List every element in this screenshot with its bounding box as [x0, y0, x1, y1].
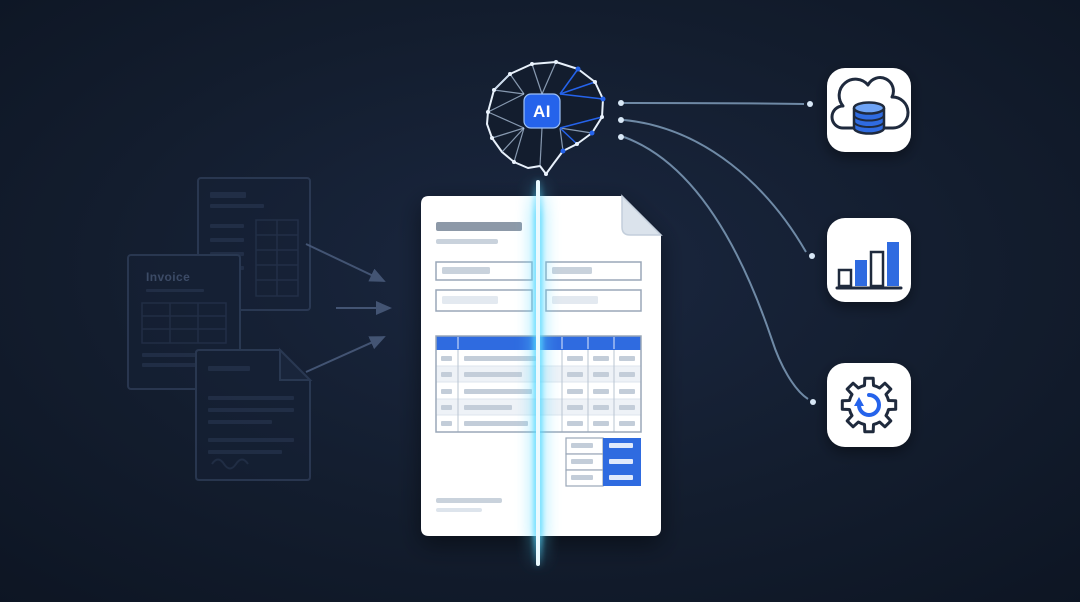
ghost-doc-3-fold-corner [279, 347, 313, 381]
document-footer-placeholders [436, 498, 502, 512]
totals-placeholders [571, 443, 633, 480]
sync-arrow-arc [857, 393, 881, 417]
chart-bar-4 [887, 242, 899, 286]
icon-card-gear-sync [827, 363, 911, 447]
table-column-dividers [457, 350, 615, 432]
sync-arrow-head [854, 397, 864, 406]
icon-card-cloud-database [827, 68, 911, 152]
ai-badge-label: AI [533, 102, 551, 121]
document-field-values [442, 267, 598, 304]
ai-badge: AI [523, 93, 561, 129]
ghost-document-letter [195, 347, 313, 481]
database-cylinder [852, 101, 886, 135]
chart-bar-1 [837, 268, 853, 288]
scan-line-core [536, 180, 540, 566]
document-fold-corner [621, 194, 663, 236]
invoice-totals-block [565, 437, 641, 487]
connector-endpoints [618, 100, 816, 405]
flow-arrows [305, 243, 392, 373]
connector-to-gear [623, 136, 809, 400]
connector-lines [618, 100, 816, 405]
ghost-doc-1-grid [255, 219, 299, 297]
scan-line [527, 176, 549, 570]
gear-outline [840, 376, 898, 434]
ghost-doc-3-signature-squiggle [211, 458, 249, 470]
brain-nodes-accent [560, 66, 606, 154]
table-header-dividers [457, 337, 615, 349]
cloud-database-icon [830, 76, 910, 135]
ghost-doc-2-grid [141, 302, 227, 344]
brain-mesh-lines [487, 61, 593, 167]
table-cell-placeholders [441, 356, 635, 426]
brain-mesh-lines-accent [559, 68, 604, 145]
document-header-placeholders [436, 222, 522, 244]
gear-sync-icon [840, 376, 898, 434]
flow-arrow-bottom [305, 336, 386, 373]
chart-bar-3 [869, 250, 885, 288]
ghost-invoice-title: Invoice [146, 270, 190, 284]
flow-arrow-top [305, 243, 386, 282]
connector-to-chart [623, 119, 807, 253]
ghost-documents: Invoice [127, 177, 313, 481]
connector-to-cloud [623, 102, 805, 105]
icon-card-bar-chart [827, 218, 911, 302]
chart-bar-2 [855, 260, 867, 286]
ghost-doc-3-placeholders [208, 366, 294, 454]
brain-nodes [486, 60, 604, 176]
ai-brain-icon: AI [486, 60, 606, 176]
bar-chart-icon [835, 242, 903, 290]
